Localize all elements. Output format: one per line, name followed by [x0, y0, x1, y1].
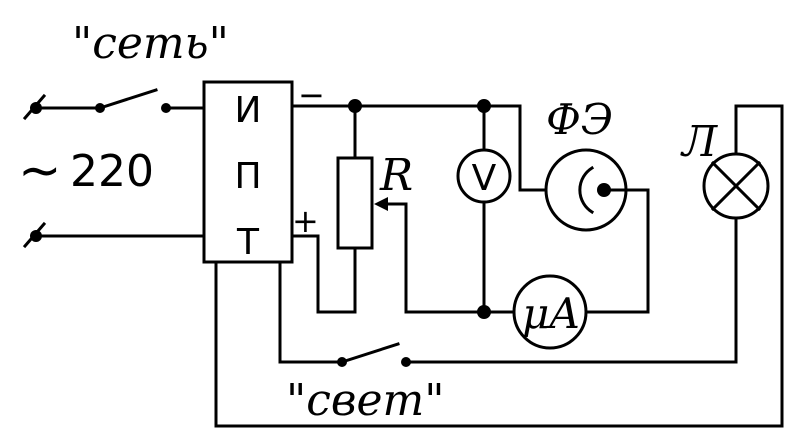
microammeter-label: μA — [522, 289, 580, 338]
power-supply-box — [202, 80, 294, 264]
psu-minus-sign: − — [298, 76, 325, 114]
mains-input — [22, 88, 206, 249]
psu-plus-sign: + — [292, 202, 319, 240]
mains-plug-mark-bottom — [22, 221, 47, 249]
photocell-cathode — [578, 165, 595, 215]
ac-tilde-symbol: ~ — [18, 141, 62, 201]
psu-letter-3: Т — [236, 222, 260, 263]
mains-plug-mark-top — [22, 93, 47, 121]
lamp-cross-2 — [710, 160, 762, 212]
light-switch-pivot — [337, 357, 347, 367]
net-switch-label: "сеть" — [72, 18, 229, 69]
voltmeter-label: V — [472, 158, 497, 199]
resistor-body — [336, 156, 374, 250]
psu-letter-2: П — [234, 156, 261, 197]
net-switch-contact — [161, 103, 171, 113]
photocell-label: ФЭ — [546, 95, 613, 144]
net-switch-blade — [98, 88, 158, 110]
voltage-label: 220 — [70, 146, 154, 197]
net-switch-pivot — [95, 103, 105, 113]
resistor-label: R — [379, 150, 413, 201]
lamp-label: Л — [680, 117, 718, 166]
light-switch-label: "свет" — [286, 375, 445, 426]
wiper-arrow-head — [374, 197, 388, 211]
light-switch-blade — [340, 342, 400, 364]
psu-letter-1: И — [235, 90, 262, 131]
